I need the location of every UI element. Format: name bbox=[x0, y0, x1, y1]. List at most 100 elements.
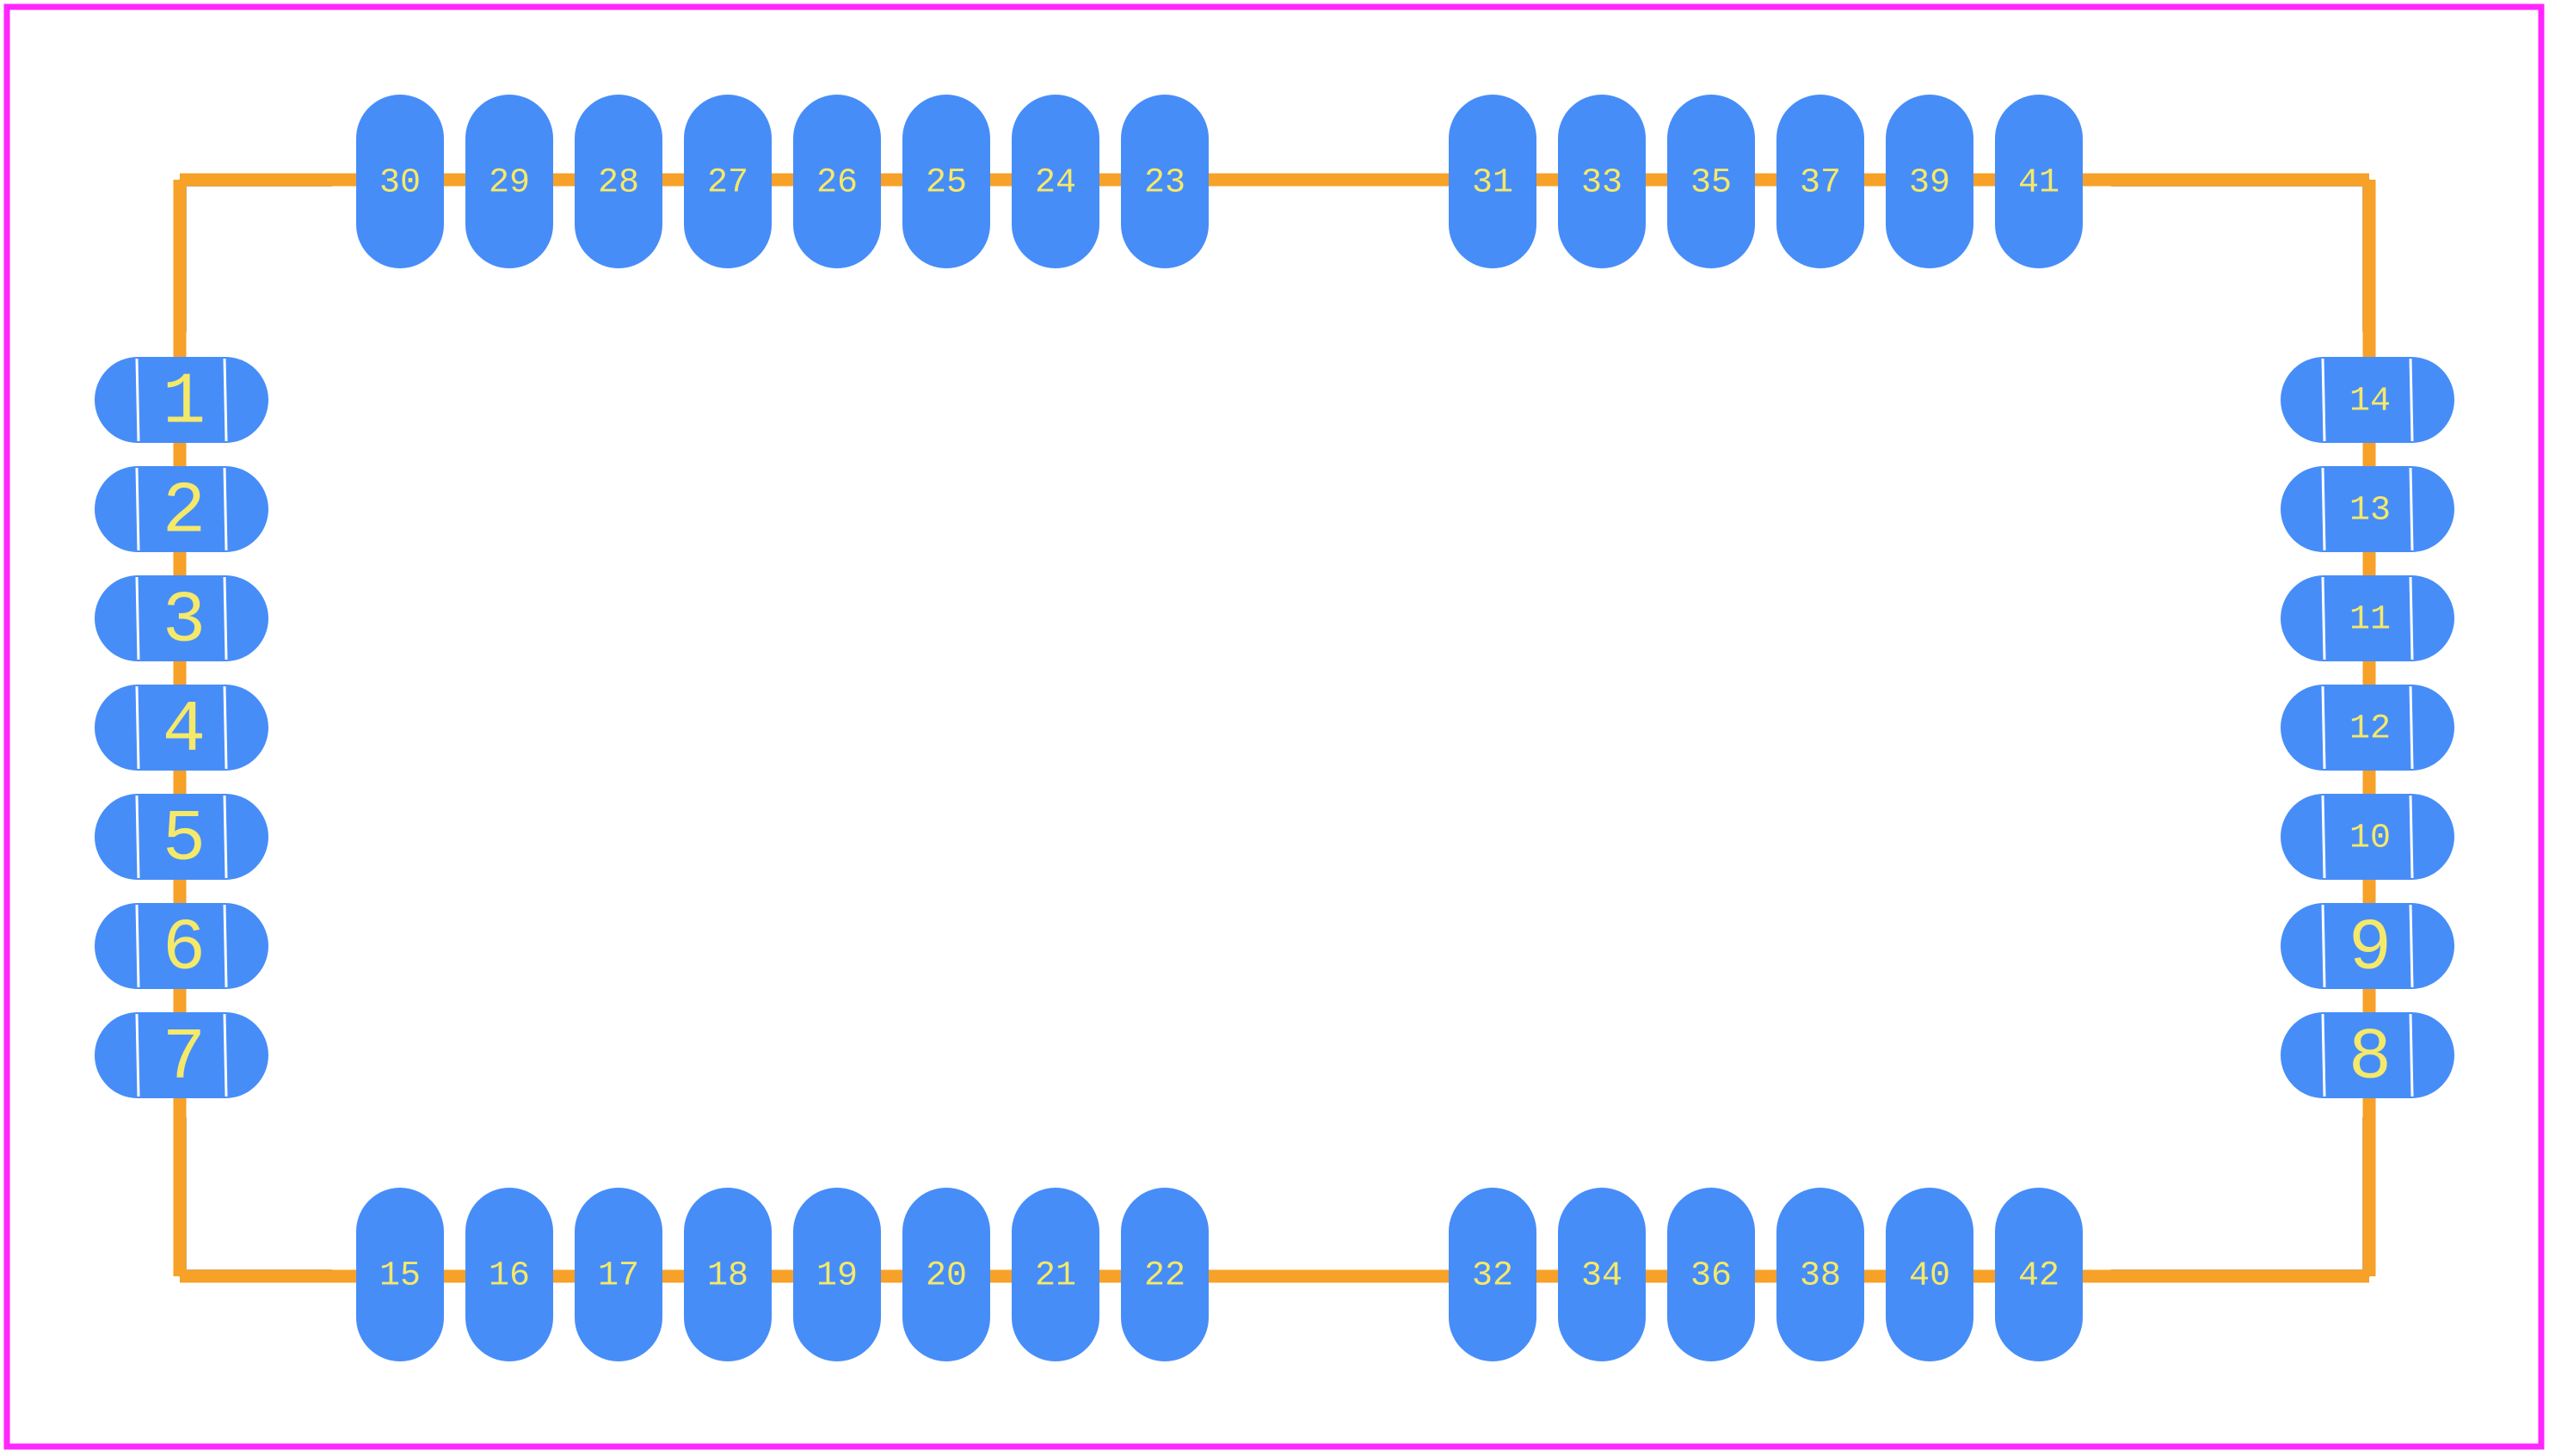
pad-separator bbox=[2409, 795, 2414, 879]
pad-11: 11 bbox=[2281, 575, 2454, 661]
pad-shape bbox=[465, 95, 553, 268]
pad-separator bbox=[2321, 795, 2326, 879]
pad-number: 35 bbox=[1690, 164, 1732, 203]
pad-number: 29 bbox=[489, 164, 530, 203]
pad-38: 38 bbox=[1776, 1188, 1864, 1361]
pad-28: 28 bbox=[575, 95, 662, 268]
pad-number: 28 bbox=[598, 164, 639, 203]
pad-number: 41 bbox=[2018, 164, 2060, 203]
pad-shape bbox=[1121, 95, 1209, 268]
pad-number: 22 bbox=[1144, 1257, 1185, 1296]
pad-separator bbox=[2409, 904, 2414, 988]
pad-24: 24 bbox=[1012, 95, 1099, 268]
pad-number: 24 bbox=[1035, 164, 1076, 203]
pad-separator bbox=[135, 467, 140, 551]
pad-41: 41 bbox=[1995, 95, 2083, 268]
pad-separator bbox=[2409, 358, 2414, 442]
pad-separator bbox=[2321, 1013, 2326, 1097]
pad-number: 18 bbox=[707, 1257, 748, 1296]
pad-number: 2 bbox=[163, 472, 206, 554]
pad-shape bbox=[1667, 95, 1755, 268]
pad-shape bbox=[1776, 95, 1864, 268]
pad-separator bbox=[223, 467, 228, 551]
pad-separator bbox=[223, 576, 228, 660]
pad-2: 2 bbox=[95, 466, 268, 554]
pad-shape bbox=[1449, 95, 1536, 268]
pad-number: 31 bbox=[1472, 164, 1513, 203]
pad-number: 5 bbox=[163, 800, 206, 882]
pad-number: 17 bbox=[598, 1257, 639, 1296]
pad-separator bbox=[223, 685, 228, 770]
pad-31: 31 bbox=[1449, 95, 1536, 268]
pad-separator bbox=[135, 795, 140, 879]
pad-separator bbox=[2321, 685, 2326, 770]
pad-number: 30 bbox=[379, 164, 421, 203]
pad-shape bbox=[902, 1188, 990, 1361]
pad-shape bbox=[465, 1188, 553, 1361]
pad-number: 8 bbox=[2349, 1018, 2392, 1100]
pad-number: 25 bbox=[926, 164, 967, 203]
pad-shape bbox=[1886, 1188, 1973, 1361]
pad-9: 9 bbox=[2281, 903, 2454, 991]
pad-separator bbox=[2409, 467, 2414, 551]
pad-separator bbox=[135, 904, 140, 988]
pad-number: 23 bbox=[1144, 164, 1185, 203]
pad-5: 5 bbox=[95, 794, 268, 882]
pad-shape bbox=[1995, 1188, 2083, 1361]
pad-26: 26 bbox=[793, 95, 881, 268]
pad-3: 3 bbox=[95, 575, 268, 663]
pad-4: 4 bbox=[95, 685, 268, 772]
pad-separator bbox=[135, 685, 140, 770]
pad-shape bbox=[684, 1188, 772, 1361]
pad-shape bbox=[1012, 1188, 1099, 1361]
pad-number: 1 bbox=[163, 363, 206, 445]
pad-21: 21 bbox=[1012, 1188, 1099, 1361]
pad-number: 13 bbox=[2349, 492, 2391, 531]
pad-19: 19 bbox=[793, 1188, 881, 1361]
pad-shape bbox=[684, 95, 772, 268]
pad-shape bbox=[1449, 1188, 1536, 1361]
pad-22: 22 bbox=[1121, 1188, 1209, 1361]
pad-separator bbox=[135, 1013, 140, 1097]
pad-20: 20 bbox=[902, 1188, 990, 1361]
pad-40: 40 bbox=[1886, 1188, 1973, 1361]
pad-18: 18 bbox=[684, 1188, 772, 1361]
pad-25: 25 bbox=[902, 95, 990, 268]
pad-number: 4 bbox=[163, 691, 206, 772]
pad-number: 6 bbox=[163, 909, 206, 991]
pad-separator bbox=[2409, 1013, 2414, 1097]
pad-shape bbox=[1012, 95, 1099, 268]
pad-number: 7 bbox=[163, 1018, 206, 1100]
pad-separator bbox=[135, 576, 140, 660]
pad-32: 32 bbox=[1449, 1188, 1536, 1361]
pad-16: 16 bbox=[465, 1188, 553, 1361]
pad-separator bbox=[2321, 576, 2326, 660]
pad-number: 15 bbox=[379, 1257, 421, 1296]
pad-separator bbox=[2321, 358, 2326, 442]
pad-number: 39 bbox=[1909, 164, 1950, 203]
pad-39: 39 bbox=[1886, 95, 1973, 268]
pad-number: 21 bbox=[1035, 1257, 1076, 1296]
pad-shape bbox=[1667, 1188, 1755, 1361]
pad-shape bbox=[1121, 1188, 1209, 1361]
pad-number: 40 bbox=[1909, 1257, 1950, 1296]
pad-34: 34 bbox=[1558, 1188, 1646, 1361]
pad-27: 27 bbox=[684, 95, 772, 268]
pad-17: 17 bbox=[575, 1188, 662, 1361]
pad-shape bbox=[356, 95, 444, 268]
pad-23: 23 bbox=[1121, 95, 1209, 268]
pad-36: 36 bbox=[1667, 1188, 1755, 1361]
pad-separator bbox=[2321, 904, 2326, 988]
pad-shape bbox=[1995, 95, 2083, 268]
pad-number: 14 bbox=[2349, 383, 2391, 421]
pad-number: 16 bbox=[489, 1257, 530, 1296]
pad-separator bbox=[223, 1013, 228, 1097]
pad-35: 35 bbox=[1667, 95, 1755, 268]
pad-separator bbox=[223, 904, 228, 988]
pad-shape bbox=[1776, 1188, 1864, 1361]
pad-shape bbox=[1886, 95, 1973, 268]
pad-8: 8 bbox=[2281, 1012, 2454, 1100]
pad-number: 10 bbox=[2349, 820, 2391, 858]
pad-shape bbox=[1558, 95, 1646, 268]
